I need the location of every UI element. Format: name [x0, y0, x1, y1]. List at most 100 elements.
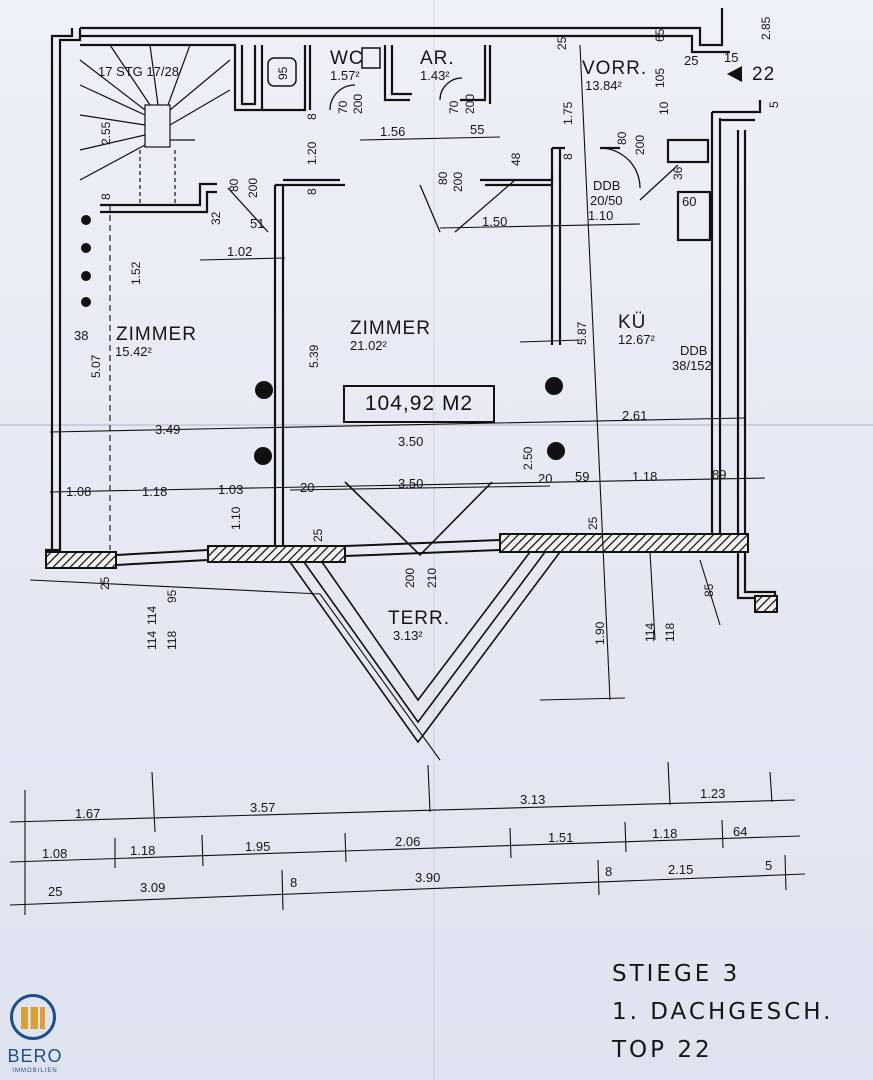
dimv-152: 1.52 — [129, 261, 143, 285]
dim-108: 1.08 — [66, 484, 91, 499]
room-wc-area: 1.57² — [330, 68, 360, 83]
dim-38: 38 — [74, 328, 88, 343]
company-logo: BERO IMMOBILIEN — [2, 990, 68, 1080]
bottom-dimension-chain-3: 25 3.09 8 3.90 8 2.15 5 — [48, 858, 772, 899]
dim-102: 1.02 — [227, 244, 252, 259]
room-wc-label: WC — [330, 48, 364, 69]
dimv-255: 2.55 — [99, 121, 113, 145]
chain1-3: 1.23 — [700, 786, 725, 801]
dimv-190: 1.90 — [593, 621, 607, 645]
dimv-250: 2.50 — [521, 446, 535, 470]
dim-51: 51 — [250, 216, 264, 231]
dim-103: 1.03 — [218, 482, 243, 497]
chain3-0: 25 — [48, 884, 62, 899]
unit-marker: 22 — [752, 64, 775, 85]
dim-20a: 20 — [300, 480, 314, 495]
dimv-36: 36 — [671, 166, 685, 180]
dimv-95low: 95 — [165, 589, 179, 603]
dimv-85: 85 — [702, 583, 716, 597]
chain1-2: 3.13 — [520, 792, 545, 807]
dimv-32: 32 — [209, 211, 223, 225]
chain2-5: 1.18 — [652, 826, 677, 841]
dimv-48: 48 — [509, 152, 523, 166]
dimension-lines — [9, 44, 806, 915]
ddb2-label: DDB — [680, 343, 707, 358]
ddb2-value: 38/152 — [672, 358, 712, 373]
dim-150: 1.50 — [482, 214, 507, 229]
dimv-25top: 25 — [555, 36, 569, 50]
title-line-stiege: STIEGE 3 — [612, 961, 741, 987]
walls — [45, 8, 777, 612]
total-area-box: 104,92 M2 — [343, 385, 495, 423]
dimv-120: 1.20 — [305, 141, 319, 165]
dim-261: 2.61 — [622, 408, 647, 423]
dimv-587: 5.87 — [575, 321, 589, 345]
vertical-dimensions: 25 114 95 114 118 200 210 1.90 114 118 8… — [89, 16, 781, 650]
chain3-5: 2.15 — [668, 862, 693, 877]
dimv-8stair: 8 — [99, 193, 113, 200]
room-vorr-label: VORR. — [582, 58, 647, 79]
room-zimmer1-area: 15.42² — [115, 344, 153, 359]
chain2-0: 1.08 — [42, 846, 67, 861]
dimv-80a: 80 — [436, 171, 450, 185]
dimv-5: 5 — [767, 101, 781, 108]
dimv-8a: 8 — [305, 113, 319, 120]
chain2-2: 1.95 — [245, 839, 270, 854]
paper-fold-horizontal — [0, 424, 873, 426]
dimv-114a: 114 — [145, 606, 159, 625]
chain3-4: 8 — [605, 864, 612, 879]
unit-entry-arrow — [727, 66, 742, 82]
dim-350b: 3.50 — [398, 476, 423, 491]
dimv-118b: 118 — [663, 623, 677, 642]
dimv-114c: 114 — [643, 623, 657, 642]
room-zimmer1-label: ZIMMER — [116, 324, 197, 345]
dimv-114b: 114 — [145, 631, 159, 650]
chain3-2: 8 — [290, 875, 297, 890]
dimv-70a: 70 — [336, 100, 350, 114]
bottom-dimension-chain-2: 1.08 1.18 1.95 2.06 1.51 1.18 64 — [42, 824, 747, 861]
room-kueche-area: 12.67² — [618, 332, 656, 347]
room-terrasse-label: TERR. — [388, 608, 450, 629]
dim-vorr-25: 25 — [684, 53, 698, 68]
terrace-outline — [289, 481, 561, 744]
chain2-1: 1.18 — [130, 843, 155, 858]
dim-118a: 1.18 — [142, 484, 167, 499]
staircase — [79, 44, 231, 205]
cabinet-size: 60 — [682, 194, 696, 209]
dim-118b: 1.18 — [632, 469, 657, 484]
dimv-95: 95 — [276, 66, 290, 80]
dim-55: 55 — [470, 122, 484, 137]
dimv-200a: 200 — [351, 94, 365, 114]
room-ar-area: 1.43² — [420, 68, 450, 83]
dimv-200d: 200 — [633, 135, 647, 155]
chain2-6: 64 — [733, 824, 747, 839]
room-zimmer2-label: ZIMMER — [350, 318, 431, 339]
dimv-507: 5.07 — [89, 354, 103, 378]
dimv-200c: 200 — [451, 172, 465, 192]
chain3-1: 3.09 — [140, 880, 165, 895]
room-ar-label: AR. — [420, 48, 455, 69]
dim-59: 59 — [575, 469, 589, 484]
dim-20b: 20 — [538, 471, 552, 486]
ddb1-label: DDB — [593, 178, 620, 193]
title-block: STIEGE 3 1. DACHGESCH. TOP 22 — [612, 955, 867, 1069]
title-line-top: TOP 22 — [612, 1037, 713, 1063]
logo-subtitle: IMMOBILIEN — [12, 1068, 58, 1074]
chain1-0: 1.67 — [75, 806, 100, 821]
dimv-105: 105 — [653, 68, 667, 88]
logo-emblem-icon — [10, 994, 56, 1040]
chain1-1: 3.57 — [250, 800, 275, 815]
dimv-8c: 8 — [561, 153, 575, 160]
room-stair-label: 17 STG 17/28 — [98, 64, 179, 79]
dimv-25k: 25 — [586, 516, 600, 530]
dimv-210: 210 — [425, 568, 439, 588]
title-line-dachgeschoss: 1. DACHGESCH. — [612, 999, 834, 1025]
chain2-3: 2.06 — [395, 834, 420, 849]
room-terrasse-area: 3.13² — [393, 628, 423, 643]
room-labels: 17 STG 17/28 WC 1.57² AR. 1.43² VORR. 13… — [98, 48, 656, 643]
column-markers — [254, 377, 565, 465]
ddb-labels: DDB 20/50 DDB 38/152 60 22 — [590, 64, 775, 373]
dimv-10: 10 — [657, 101, 671, 115]
logo-name: BERO — [7, 1046, 63, 1066]
